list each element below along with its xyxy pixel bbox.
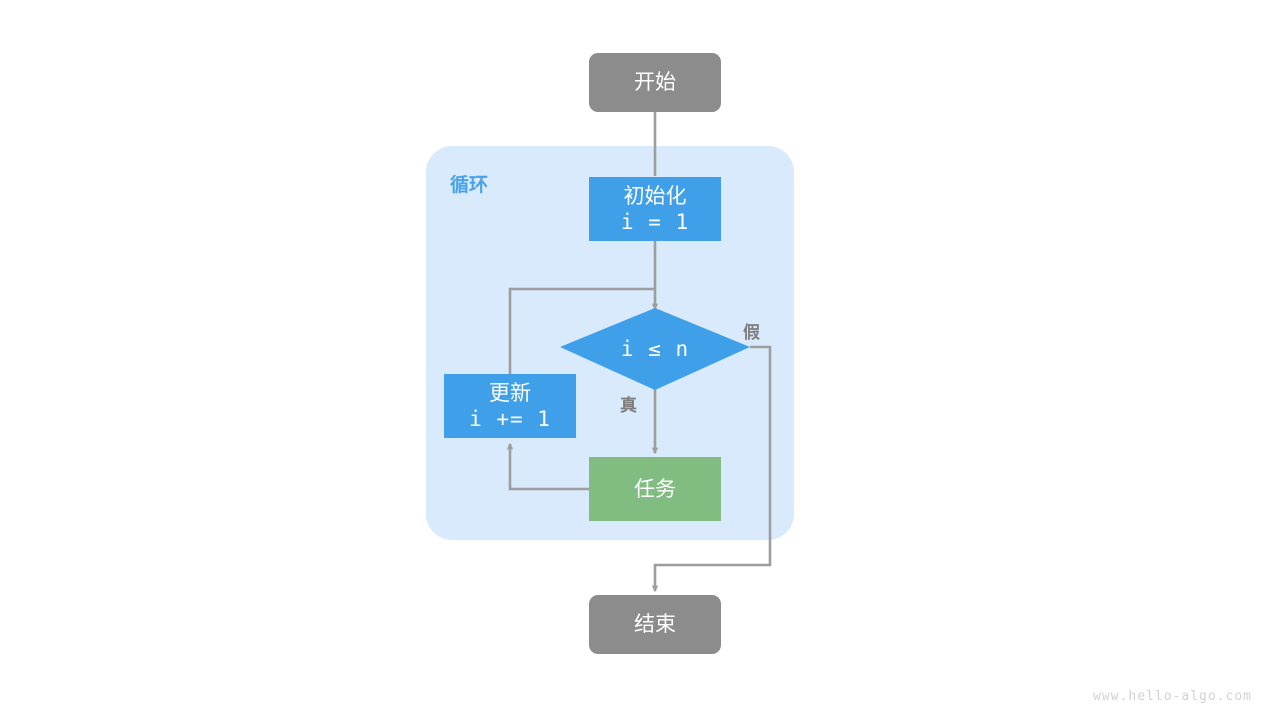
watermark: www.hello-algo.com: [1093, 689, 1252, 704]
edge-label-false: 假: [743, 323, 760, 343]
edge-label-true: 真: [620, 396, 637, 416]
node-start[interactable]: [589, 53, 721, 112]
loop-group-label: 循环: [450, 174, 489, 196]
node-task[interactable]: [589, 457, 721, 521]
connector-update-to-condition: [508, 287, 655, 374]
connector-task-to-update: [506, 442, 589, 491]
node-init[interactable]: [589, 177, 721, 241]
node-condition[interactable]: [560, 308, 750, 390]
node-update[interactable]: [444, 374, 576, 438]
connector-condition-false-to-end: [651, 345, 772, 593]
node-end[interactable]: [589, 595, 721, 654]
